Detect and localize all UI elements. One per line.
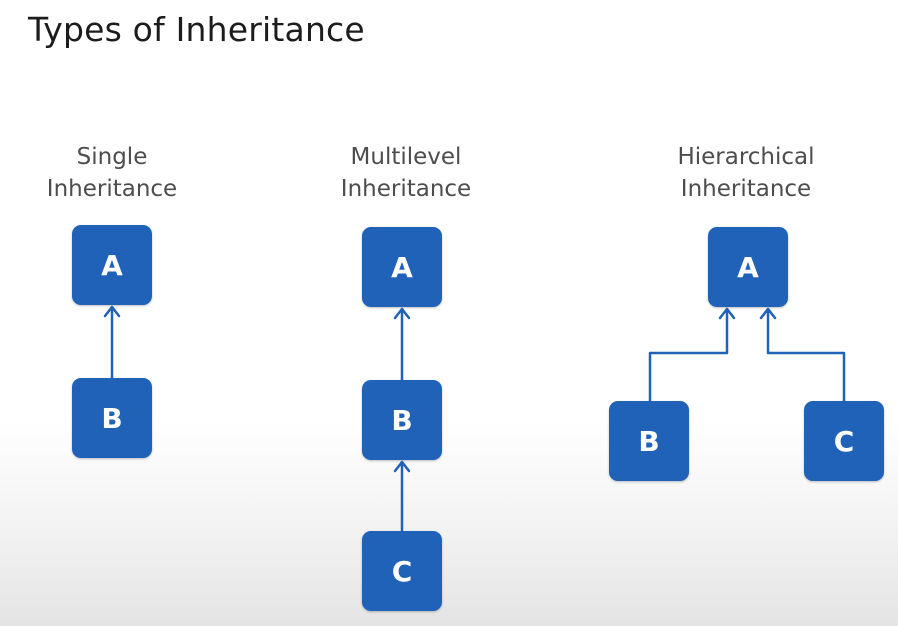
arrowhead-single-a <box>103 305 121 318</box>
hierarchical-node-b: B <box>609 401 689 481</box>
arrowhead-multilevel-a <box>393 307 411 320</box>
slide-title: Types of Inheritance <box>28 10 365 49</box>
heading-line-1: Hierarchical <box>677 144 815 170</box>
arrowhead-multilevel-b <box>393 460 411 473</box>
heading-line-1: Multilevel <box>350 144 462 170</box>
heading-multilevel-inheritance: Multilevel Inheritance <box>296 141 516 205</box>
single-node-a: A <box>72 225 152 305</box>
single-node-b: B <box>72 378 152 458</box>
heading-line-2: Inheritance <box>340 176 472 202</box>
heading-hierarchical-inheritance: Hierarchical Inheritance <box>636 141 856 205</box>
arrowhead-hierarchical-a-left <box>718 307 736 320</box>
multilevel-node-b: B <box>362 380 442 460</box>
multilevel-node-a: A <box>362 227 442 307</box>
hierarchical-node-a: A <box>708 227 788 307</box>
heading-single-inheritance: Single Inheritance <box>2 141 222 205</box>
multilevel-node-c: C <box>362 531 442 611</box>
hierarchical-node-c: C <box>804 401 884 481</box>
arrowhead-hierarchical-a-right <box>759 307 777 320</box>
arrow-hierarchical-b-to-a <box>648 307 729 403</box>
heading-line-1: Single <box>76 144 148 170</box>
heading-line-2: Inheritance <box>46 176 178 202</box>
heading-line-2: Inheritance <box>680 176 812 202</box>
arrow-hierarchical-c-to-a <box>766 307 846 403</box>
